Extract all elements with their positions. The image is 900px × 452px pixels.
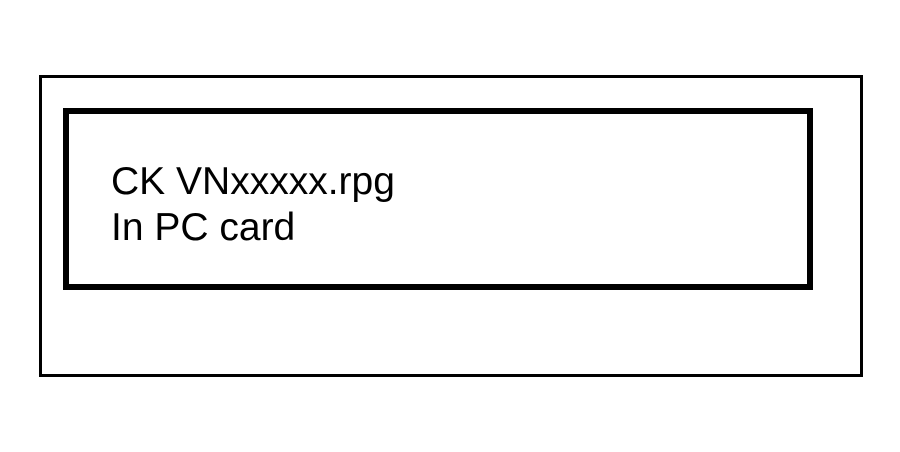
- display-line-2: In PC card: [111, 206, 296, 249]
- display-line-1: CK VNxxxxx.rpg: [111, 160, 395, 203]
- device-panel: CK VNxxxxx.rpg In PC card: [39, 75, 863, 377]
- lcd-display: CK VNxxxxx.rpg In PC card: [63, 108, 813, 290]
